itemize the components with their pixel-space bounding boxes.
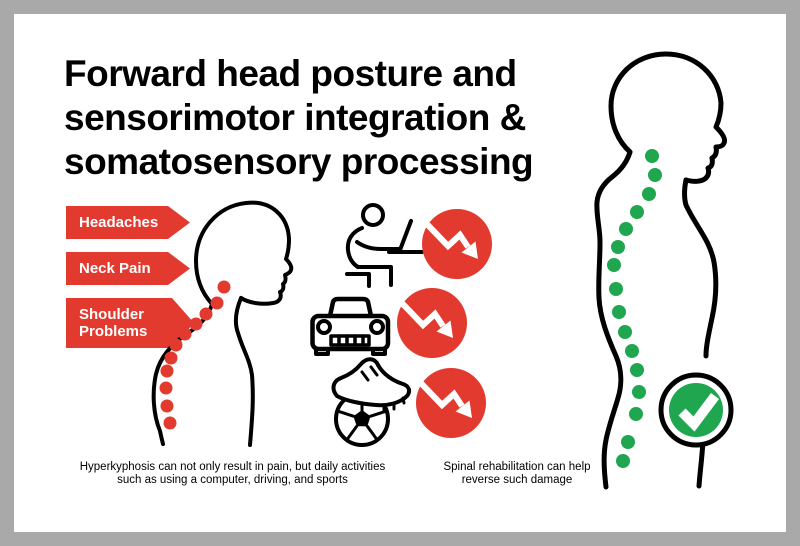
tag-neck-pain: Neck Pain [66,252,190,285]
caption-hyperkyphosis: Hyperkyphosis can not only result in pai… [79,461,386,486]
tag-neck-pain-label: Neck Pain [79,260,151,277]
tag-headaches-label: Headaches [79,214,159,231]
title-line-3: somatosensory processing [64,141,534,182]
title-line-1: Forward head posture and [64,53,517,94]
tag-headaches: Headaches [66,206,190,239]
tag-shoulder-problems: Shoulder Problems [66,298,194,348]
caption-rehabilitation: Spinal rehabilitation can help reverse s… [443,461,591,486]
page-title: Forward head posture and sensorimotor in… [64,52,624,184]
tag-shoulder-problems-label: Shoulder Problems [79,306,148,340]
title-line-2: sensorimotor integration & [64,97,526,138]
